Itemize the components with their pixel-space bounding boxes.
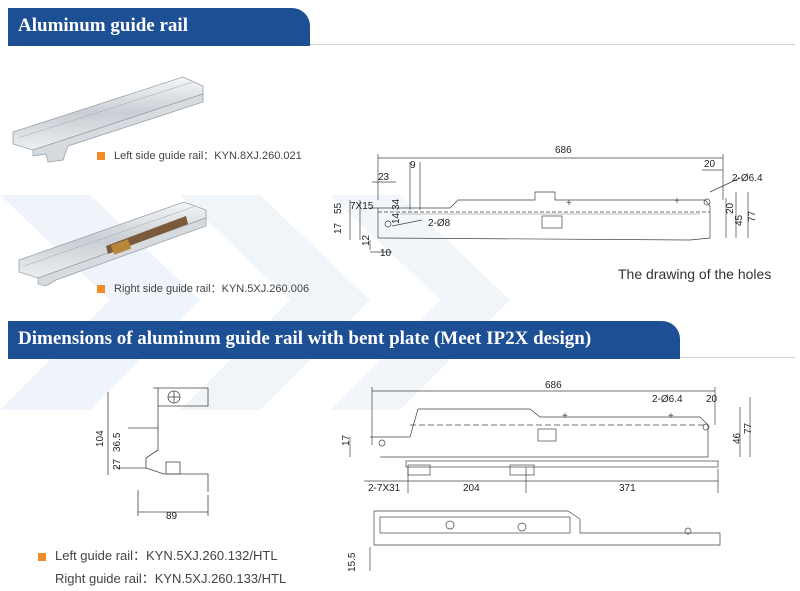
svg-text:+: + <box>674 196 680 207</box>
dim-36-5: 36.5 <box>112 432 123 452</box>
dim-104: 104 <box>95 430 106 447</box>
dim-27: 27 <box>112 458 123 470</box>
left-rail-photo <box>12 76 204 163</box>
section2-title: Dimensions of aluminum guide rail with b… <box>18 328 592 349</box>
dim-17-2: 17 <box>341 434 352 446</box>
right-rail-label: Right side guide rail：KYN.5XJ.260.006 <box>97 280 309 296</box>
dim-12: 12 <box>361 234 372 246</box>
left-rail-label: Left side guide rail：KYN.8XJ.260.021 <box>97 147 302 163</box>
left-guide-rail-label: Left guide rail：KYN.5XJ.260.132/HTL <box>38 545 278 564</box>
dim-20-2: 20 <box>706 394 718 405</box>
dim-371: 371 <box>619 483 636 494</box>
dim-55: 55 <box>333 202 344 214</box>
svg-text:+: + <box>566 198 572 209</box>
right-guide-rail-label: Right guide rail：KYN.5XJ.260.133/HTL <box>55 571 287 586</box>
dim-hole-6-4: 2-Ø6.4 <box>732 173 763 184</box>
right-rail-photo <box>18 201 207 287</box>
dim-204: 204 <box>463 483 480 494</box>
dim-46: 46 <box>732 432 743 444</box>
left-guide-rail-label-text: Left guide rail：KYN.5XJ.260.132/HTL <box>55 548 278 563</box>
dim-hole-8: 2-Ø8 <box>428 218 451 229</box>
dim-77-2: 77 <box>743 422 754 434</box>
bullet-icon <box>38 552 46 561</box>
dim-10: 10 <box>380 248 392 259</box>
dim-slot: 2-7X31 <box>368 483 401 494</box>
bullet-icon <box>97 285 105 294</box>
dim-15-5: 15.5 <box>347 552 358 572</box>
dim-20: 20 <box>704 159 716 170</box>
dim-9: 9 <box>410 160 416 171</box>
dim-45: 45 <box>734 214 745 226</box>
svg-text:+: + <box>562 411 568 422</box>
dim-17: 17 <box>333 222 344 234</box>
dim-hole-6-4-2: 2-Ø6.4 <box>652 394 683 405</box>
bent-plate-drawing: + + <box>349 387 751 571</box>
dim-23: 23 <box>378 172 390 183</box>
bent-plate-profile <box>107 387 209 516</box>
holes-caption: The drawing of the holes <box>618 266 772 282</box>
dim-overall-2: 686 <box>545 380 562 391</box>
dim-20b: 20 <box>725 202 736 214</box>
right-rail-label-text: Right side guide rail：KYN.5XJ.260.006 <box>114 283 310 295</box>
dim-77: 77 <box>747 210 758 222</box>
svg-text:+: + <box>668 411 674 422</box>
dim-7x15: 7X15 <box>350 201 374 212</box>
dim-89: 89 <box>166 511 178 522</box>
dim-34: 34 <box>391 198 402 210</box>
holes-drawing: + + <box>349 154 749 253</box>
dim-14: 14 <box>391 212 402 224</box>
dim-overall: 686 <box>555 145 572 156</box>
left-rail-label-text: Left side guide rail：KYN.8XJ.260.021 <box>114 150 302 162</box>
bullet-icon <box>97 152 105 161</box>
section1-title: Aluminum guide rail <box>18 15 188 36</box>
